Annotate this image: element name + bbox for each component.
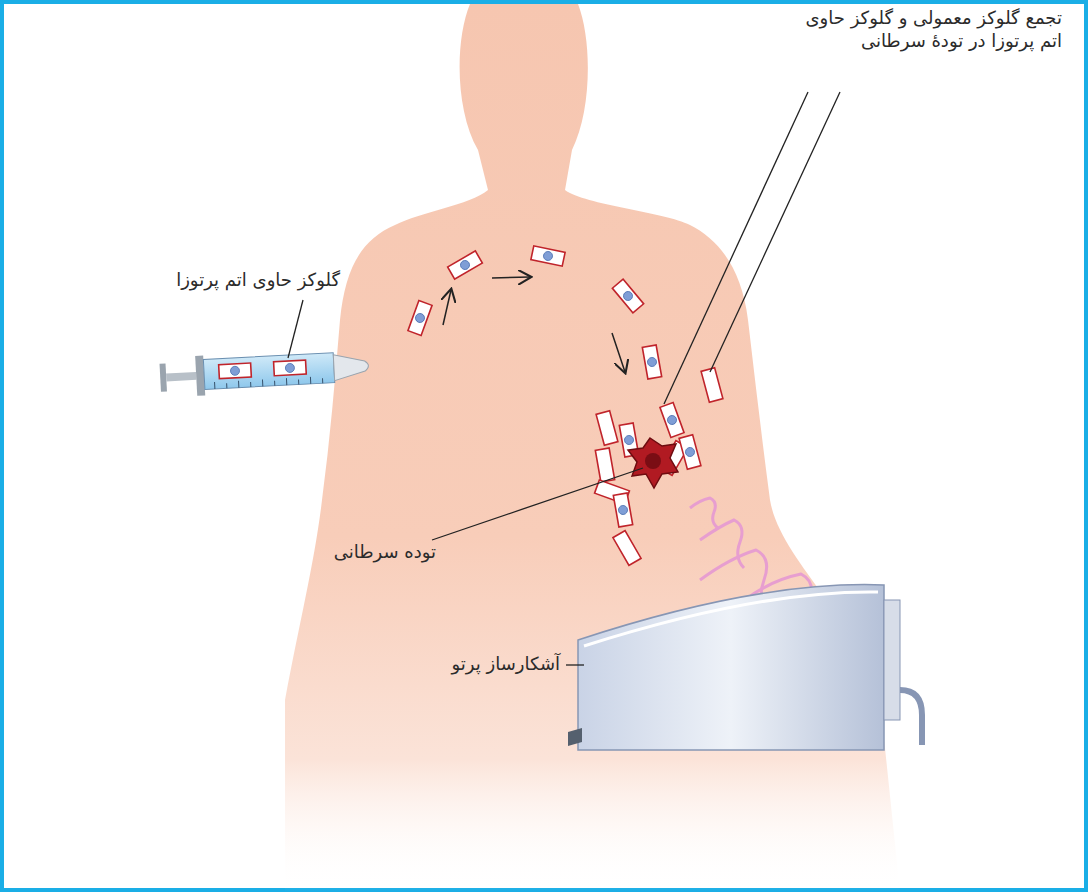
detector-label: آشکارساز پرتو [380, 652, 560, 675]
syringe [159, 347, 369, 398]
radiation-detector [568, 585, 922, 750]
tumor-label: توده سرطانی [276, 540, 436, 563]
body-silhouette [285, 4, 900, 892]
accumulation-label: تجمع گلوکز معمولی و گلوکز حاوی اتم پرتوز… [792, 6, 1062, 53]
flow-arrows [443, 277, 625, 372]
leader-lines [288, 92, 840, 665]
syringe-label: گلوکز حاوی اتم پرتوزا [110, 268, 340, 291]
tumor [628, 438, 678, 488]
